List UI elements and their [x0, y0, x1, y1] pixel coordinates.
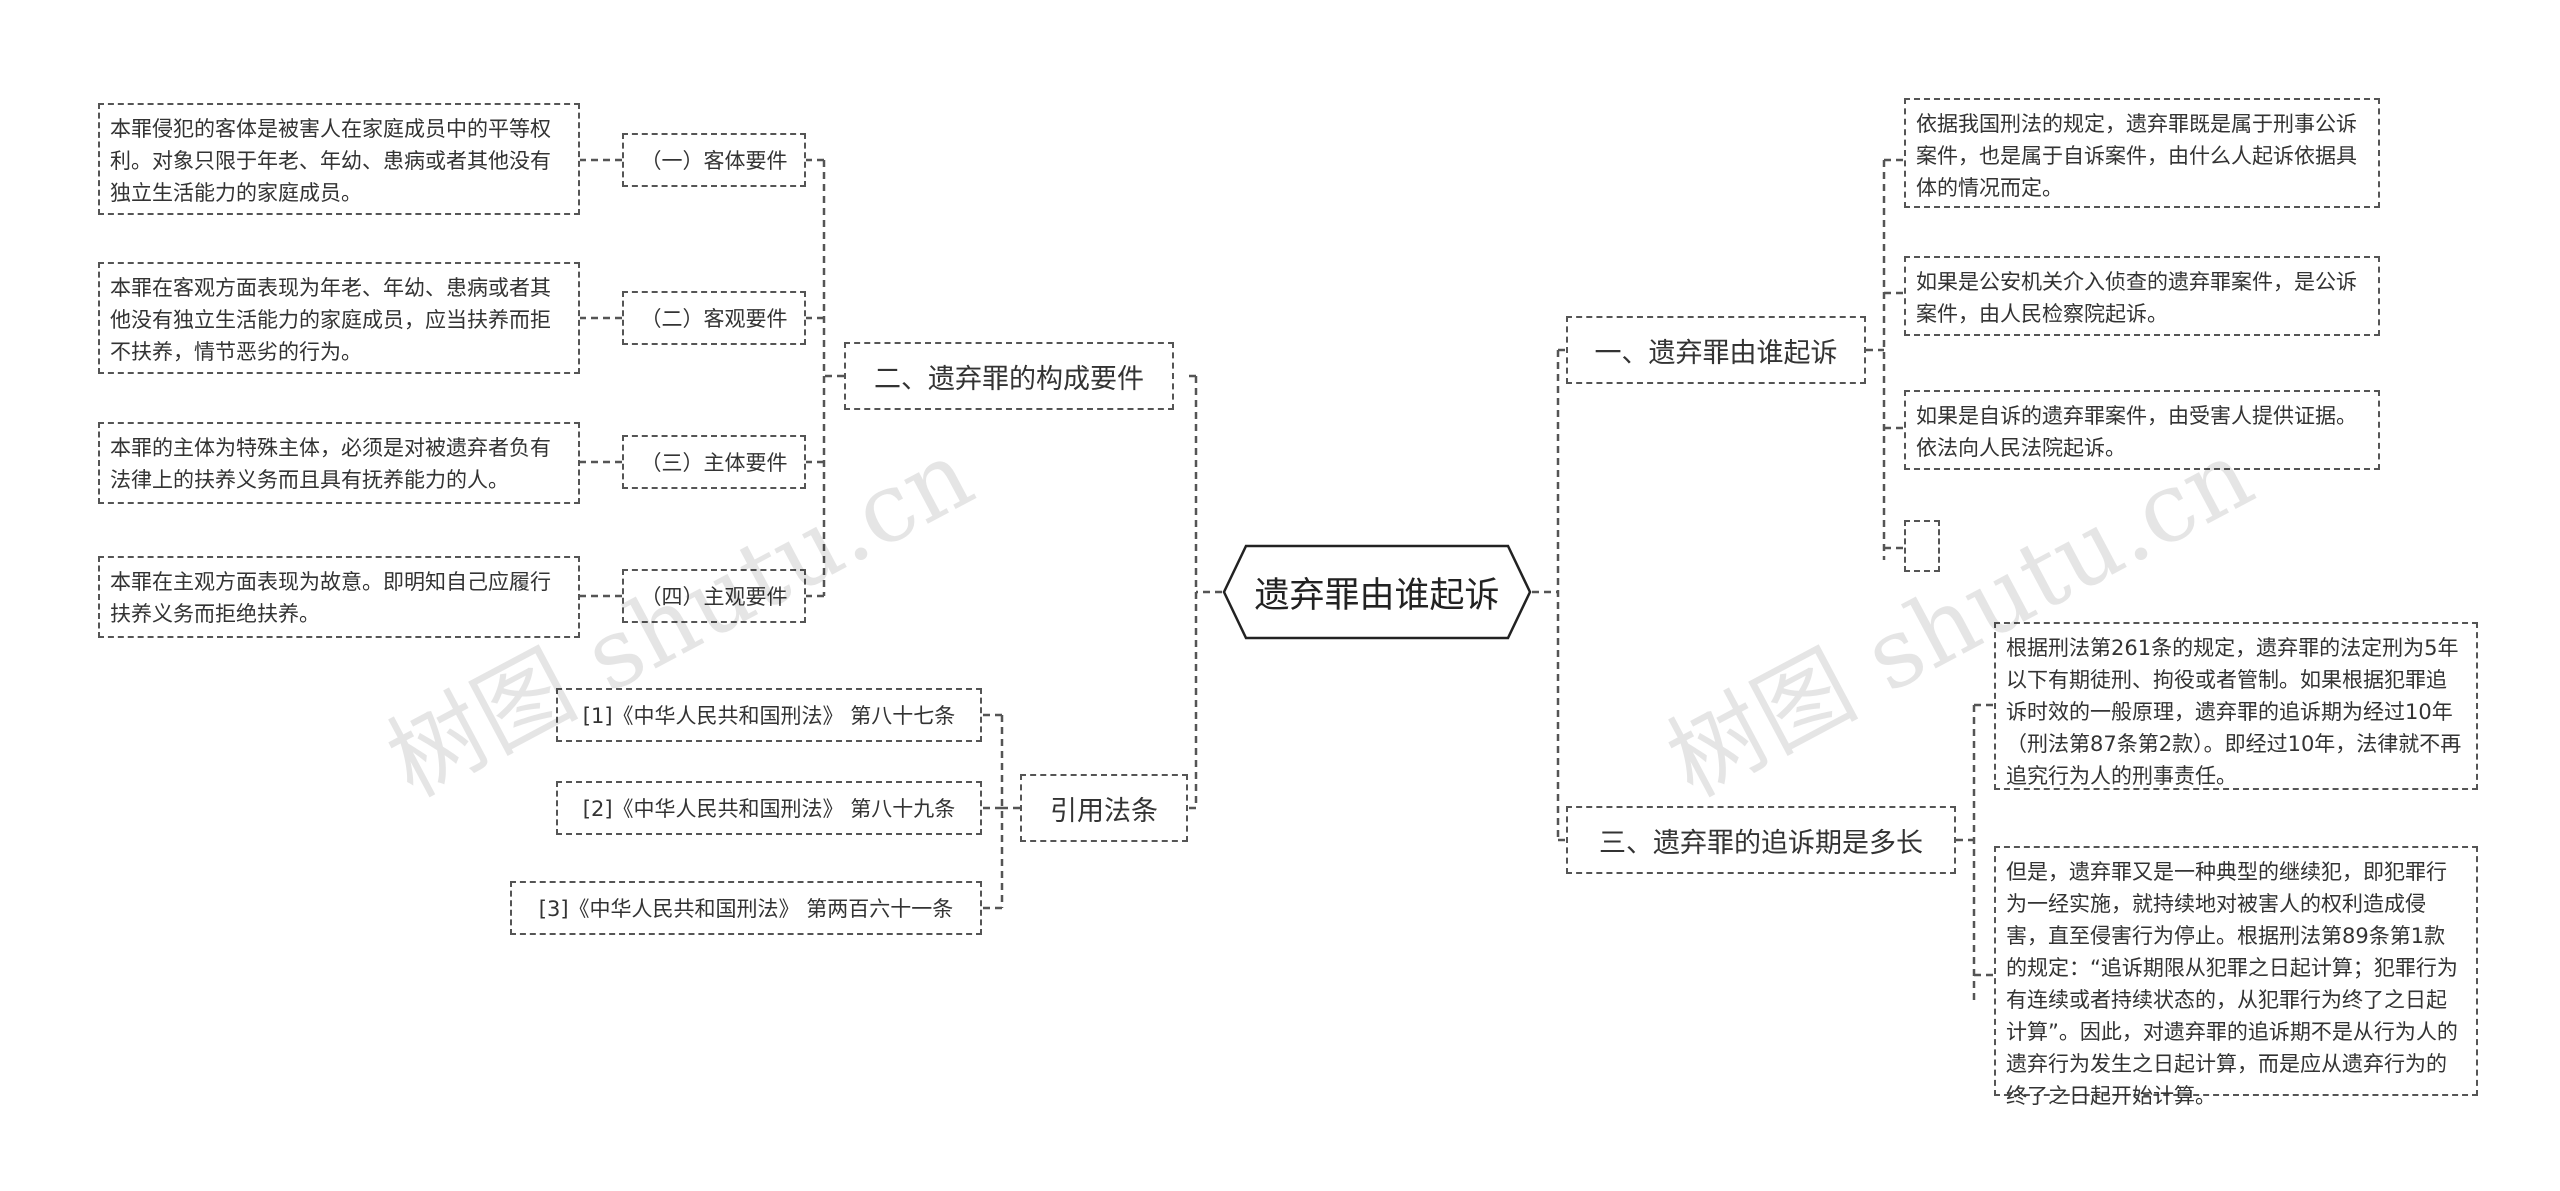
limitation-leaf-2[interactable]: 但是，遗弃罪又是一种典型的继续犯，即犯罪行为一经实施，就持续地对被害人的权利造成… — [1994, 846, 2478, 1108]
element-subjective[interactable]: （四）主观要件 — [622, 569, 806, 623]
prosecute-leaf-3[interactable]: 如果是自诉的遗弃罪案件，由受害人提供证据。依法向人民法院起诉。 — [1904, 390, 2380, 470]
element-subject-text[interactable]: 本罪的主体为特殊主体，必须是对被遗弃者负有法律上的扶养义务而且具有抚养能力的人。 — [98, 422, 580, 504]
element-subject[interactable]: （三）主体要件 — [622, 435, 806, 489]
branch-limitation-period[interactable]: 三、遗弃罪的追诉期是多长 — [1566, 806, 1956, 874]
branch-elements[interactable]: 二、遗弃罪的构成要件 — [844, 342, 1174, 410]
prosecute-leaf-2[interactable]: 如果是公安机关介入侦查的遗弃罪案件，是公诉案件，由人民检察院起诉。 — [1904, 256, 2380, 336]
branch-citations[interactable]: 引用法条 — [1020, 774, 1188, 842]
citation-3[interactable]: [3]《中华人民共和国刑法》 第两百六十一条 — [510, 881, 982, 935]
element-object-text[interactable]: 本罪侵犯的客体是被害人在家庭成员中的平等权利。对象只限于年老、年幼、患病或者其他… — [98, 103, 580, 215]
root-node[interactable]: 遗弃罪由谁起诉 — [1254, 575, 1500, 616]
element-objective[interactable]: （二）客观要件 — [622, 291, 806, 345]
element-object[interactable]: （一）客体要件 — [622, 133, 806, 187]
limitation-leaf-1[interactable]: 根据刑法第261条的规定，遗弃罪的法定刑为5年以下有期徒刑、拘役或者管制。如果根… — [1994, 622, 2478, 790]
citation-1[interactable]: [1]《中华人民共和国刑法》 第八十七条 — [556, 688, 982, 742]
root-node-shape — [1222, 544, 1532, 640]
element-objective-text[interactable]: 本罪在客观方面表现为年老、年幼、患病或者其他没有独立生活能力的家庭成员，应当扶养… — [98, 262, 580, 374]
prosecute-leaf-1[interactable]: 依据我国刑法的规定，遗弃罪既是属于刑事公诉案件，也是属于自诉案件，由什么人起诉依… — [1904, 98, 2380, 208]
element-subjective-text[interactable]: 本罪在主观方面表现为故意。即明知自己应履行扶养义务而拒绝扶养。 — [98, 556, 580, 638]
prosecute-leaf-empty[interactable] — [1904, 520, 1940, 572]
branch-who-prosecutes[interactable]: 一、遗弃罪由谁起诉 — [1566, 316, 1866, 384]
citation-2[interactable]: [2]《中华人民共和国刑法》 第八十九条 — [556, 781, 982, 835]
